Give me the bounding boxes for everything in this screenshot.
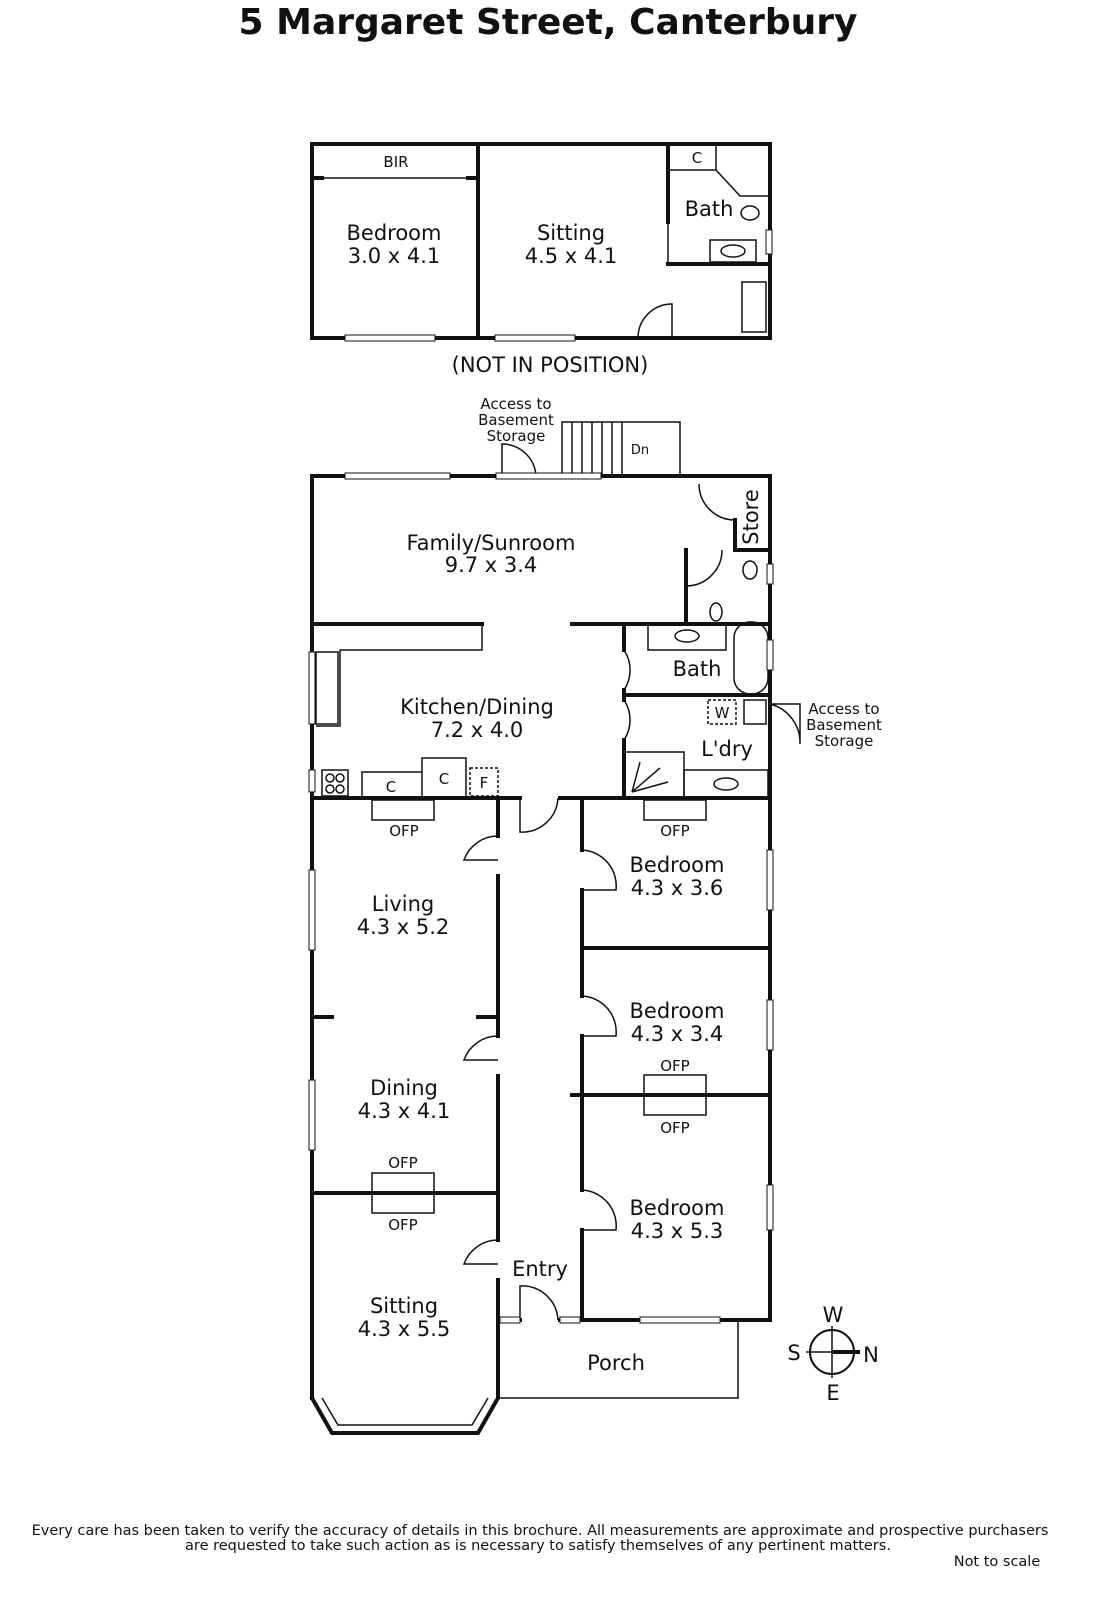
kitchenette-sink-icon xyxy=(741,281,767,333)
room-name: Bedroom xyxy=(347,221,442,245)
room-size: 9.7 x 3.4 xyxy=(445,553,538,577)
room-name: Bath xyxy=(673,657,722,681)
room-size: 4.5 x 4.1 xyxy=(525,244,618,268)
disclaimer: Every care has been taken to verify the … xyxy=(32,1523,1049,1539)
sink-icon xyxy=(315,651,339,725)
room-name: Sitting xyxy=(537,221,605,245)
compass-south: S xyxy=(787,1341,800,1365)
access-label: Access to xyxy=(480,395,551,413)
room-name: Sitting xyxy=(370,1294,438,1318)
room-size: 7.2 x 4.0 xyxy=(431,718,524,742)
access-label: Access to xyxy=(808,700,879,718)
room-size: 4.3 x 3.6 xyxy=(631,876,724,900)
fireplace-label: OFP xyxy=(660,1057,689,1075)
compass-east: E xyxy=(826,1381,839,1405)
fireplace-label: OFP xyxy=(389,822,418,840)
room-name: Porch xyxy=(587,1351,645,1375)
toilet-icon xyxy=(740,205,760,221)
not-in-position-note: (NOT IN POSITION) xyxy=(452,353,649,377)
cupboard-label: C xyxy=(386,778,396,796)
fireplace-label: OFP xyxy=(660,1119,689,1137)
disclaimer: are requested to take such action as is … xyxy=(185,1538,891,1554)
room-name: Bedroom xyxy=(630,999,725,1023)
room-size: 4.3 x 3.4 xyxy=(631,1022,724,1046)
room-name: Dining xyxy=(370,1076,438,1100)
room-size: 4.3 x 5.5 xyxy=(358,1317,451,1341)
room-name: Bath xyxy=(685,197,734,221)
washer-label: W xyxy=(715,704,730,722)
cupboard-label: C xyxy=(439,770,449,788)
room-size: 3.0 x 4.1 xyxy=(348,244,441,268)
toilet-icon xyxy=(709,602,723,622)
toilet-icon xyxy=(742,560,758,580)
access-label: Basement xyxy=(478,411,554,429)
cooktop-icon xyxy=(321,769,349,797)
room-name: Family/Sunroom xyxy=(407,531,576,555)
fireplace-label: OFP xyxy=(660,822,689,840)
access-label: Storage xyxy=(487,427,546,445)
fireplace-label: OFP xyxy=(388,1216,417,1234)
access-label: Storage xyxy=(815,732,874,750)
room-name: L'dry xyxy=(701,737,753,761)
fridge-label: F xyxy=(480,774,489,792)
room-size: 4.3 x 5.2 xyxy=(357,915,450,939)
room-name: Living xyxy=(372,892,434,916)
room-name: Entry xyxy=(512,1257,568,1281)
page-title: 5 Margaret Street, Canterbury xyxy=(239,2,858,43)
compass-west: W xyxy=(823,1303,844,1327)
cupboard-label: C xyxy=(692,149,702,167)
upper-unit: BIR C Bedroom 3.0 x 4.1 Sitting 4.5 x 4.… xyxy=(310,142,773,377)
access-label: Basement xyxy=(806,716,882,734)
room-name: Kitchen/Dining xyxy=(400,695,554,719)
room-name: Bedroom xyxy=(630,1196,725,1220)
compass: W S N E xyxy=(787,1303,879,1405)
not-to-scale-label: Not to scale xyxy=(954,1554,1041,1570)
room-name: Store xyxy=(739,489,763,545)
stairs-down-label: Dn xyxy=(631,443,649,458)
bir-label: BIR xyxy=(383,153,408,171)
compass-north: N xyxy=(863,1343,879,1367)
bathtub-icon xyxy=(733,621,769,695)
room-size: 4.3 x 5.3 xyxy=(631,1219,724,1243)
room-size: 4.3 x 4.1 xyxy=(358,1099,451,1123)
fireplace-label: OFP xyxy=(388,1154,417,1172)
door-icon xyxy=(637,303,673,339)
room-name: Bedroom xyxy=(630,853,725,877)
main-house: Access to Basement Storage Dn Access to … xyxy=(308,395,882,1435)
